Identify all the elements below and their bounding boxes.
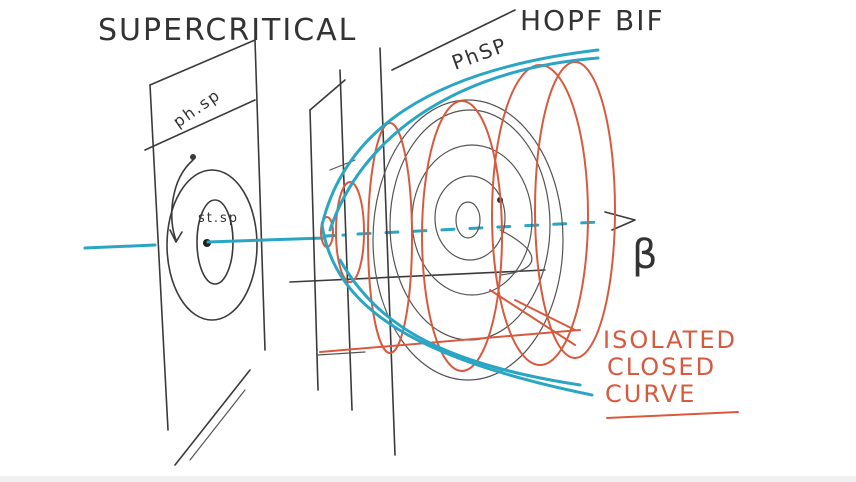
left-phase-plane — [144, 39, 266, 466]
limit-cycle-family — [319, 61, 616, 372]
note-line-3: CURVE — [605, 380, 696, 408]
amplitude-parabola — [320, 48, 600, 397]
note-line-1: ISOLATED — [603, 326, 737, 354]
title-supercritical: SUPERCRITICAL — [98, 13, 357, 48]
parameter-beta: β — [632, 232, 660, 278]
stacked-planes — [289, 9, 546, 456]
isolated-closed-curve-note: ISOLATED CLOSED CURVE — [603, 326, 739, 419]
stable-point-label: st.sp — [198, 211, 239, 226]
bottom-strip — [0, 476, 856, 482]
title-hopf-bif: HOPF BIF — [520, 4, 665, 37]
note-line-2: CLOSED — [607, 353, 716, 381]
stable-spiral — [166, 154, 258, 321]
phase-space-label-left: ph.sp — [169, 85, 224, 131]
parameter-axis-arrow — [604, 211, 636, 231]
